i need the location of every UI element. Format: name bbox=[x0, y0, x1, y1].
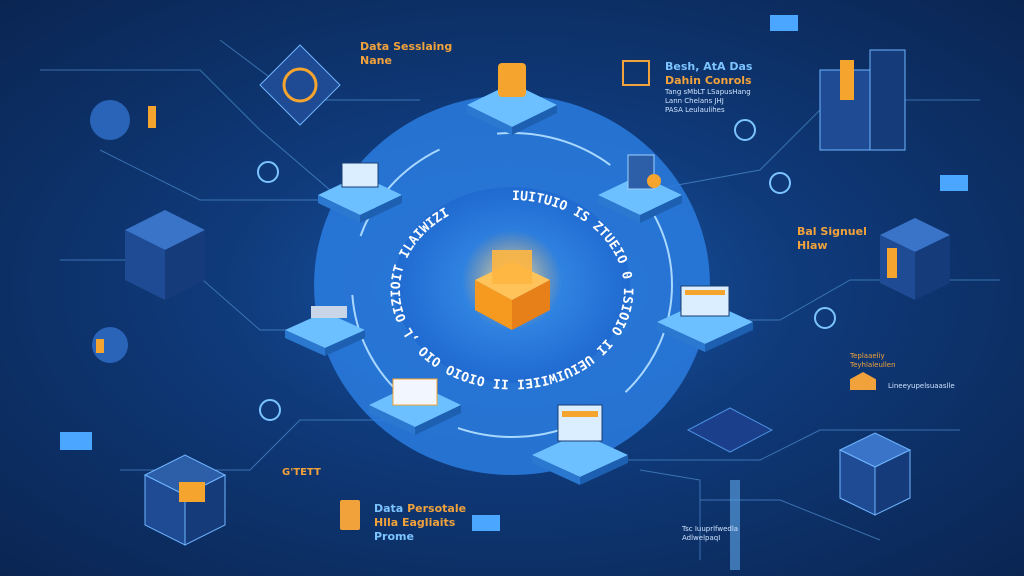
node-dot-icon bbox=[814, 307, 836, 329]
laptop-node[interactable] bbox=[318, 162, 402, 223]
gear-icon bbox=[311, 306, 347, 318]
tile-icon bbox=[472, 515, 500, 531]
laptop-node-right[interactable] bbox=[657, 285, 753, 352]
robot-icon bbox=[92, 327, 128, 363]
server-node[interactable] bbox=[598, 154, 682, 223]
detail-line: Tang sMbLT LSapusHang bbox=[665, 88, 751, 96]
chip-node[interactable] bbox=[686, 407, 774, 453]
database-icon bbox=[880, 218, 950, 300]
server-box-icon bbox=[838, 432, 912, 516]
laptop-node-bottom[interactable] bbox=[532, 404, 628, 485]
laptop-icon bbox=[341, 162, 379, 188]
label-right-side: Lineeyupelsuaaslle bbox=[888, 382, 955, 390]
file-cabinet-icon bbox=[340, 500, 360, 530]
padlock-node[interactable] bbox=[467, 63, 557, 135]
label-word: Data bbox=[374, 502, 404, 515]
tile-icon bbox=[770, 15, 798, 31]
detail-line: Teplaaeliy bbox=[850, 352, 885, 360]
detail-line: Lann Chelans JHJ bbox=[665, 97, 724, 105]
data-stream bbox=[730, 480, 740, 570]
detail-line: AdlwelpaqI bbox=[682, 534, 721, 542]
document-node[interactable] bbox=[369, 378, 461, 435]
node-dot-icon bbox=[769, 172, 791, 194]
cube-icon bbox=[125, 210, 205, 300]
label-bottom-center: Data Persotale Hlla Eagliaits Prome bbox=[374, 502, 466, 544]
node-dot-icon bbox=[257, 161, 279, 183]
detail-line: Teyhlaleullen bbox=[850, 361, 896, 369]
label-line: Nane bbox=[360, 54, 392, 67]
node-tiles bbox=[285, 63, 774, 485]
laptop-icon bbox=[557, 404, 603, 442]
peripheral-icons bbox=[60, 15, 968, 570]
label-top-right: Besh, AtA Das Dahin Conrols bbox=[665, 60, 752, 88]
padlock-icon bbox=[498, 63, 526, 97]
label-line: Besh, AtA Das bbox=[665, 60, 753, 73]
server-rack-icon bbox=[819, 49, 906, 151]
detail-line: Tsc Iuuprlfwedla bbox=[682, 525, 739, 533]
control-panel-icon bbox=[622, 60, 650, 86]
label-word: Persotale bbox=[407, 502, 467, 515]
label-line: Bal Signuel bbox=[797, 225, 867, 238]
fingerprint-terminal-icon bbox=[259, 44, 341, 126]
tile-icon bbox=[60, 432, 92, 450]
home-icon bbox=[850, 372, 876, 390]
label-line: Prome bbox=[374, 530, 414, 543]
tile-icon bbox=[940, 175, 968, 191]
label-line: Hlaw bbox=[797, 239, 828, 252]
document-icon bbox=[392, 378, 438, 406]
label-bottom-left-tag: G'TETT bbox=[282, 467, 321, 478]
gear-cluster-icon bbox=[90, 100, 156, 140]
detail-line: PASA Leulaulihes bbox=[665, 106, 725, 114]
tool-node[interactable] bbox=[285, 306, 365, 356]
node-dot-icon bbox=[734, 119, 756, 141]
label-line: Data Sesslaing bbox=[360, 40, 453, 53]
central-cube-icon bbox=[475, 250, 550, 330]
node-dot-icon bbox=[259, 399, 281, 421]
label-line: Hlla Eagliaits bbox=[374, 516, 456, 529]
label-line: Dahin Conrols bbox=[665, 74, 752, 87]
server-cage-icon bbox=[143, 454, 227, 546]
